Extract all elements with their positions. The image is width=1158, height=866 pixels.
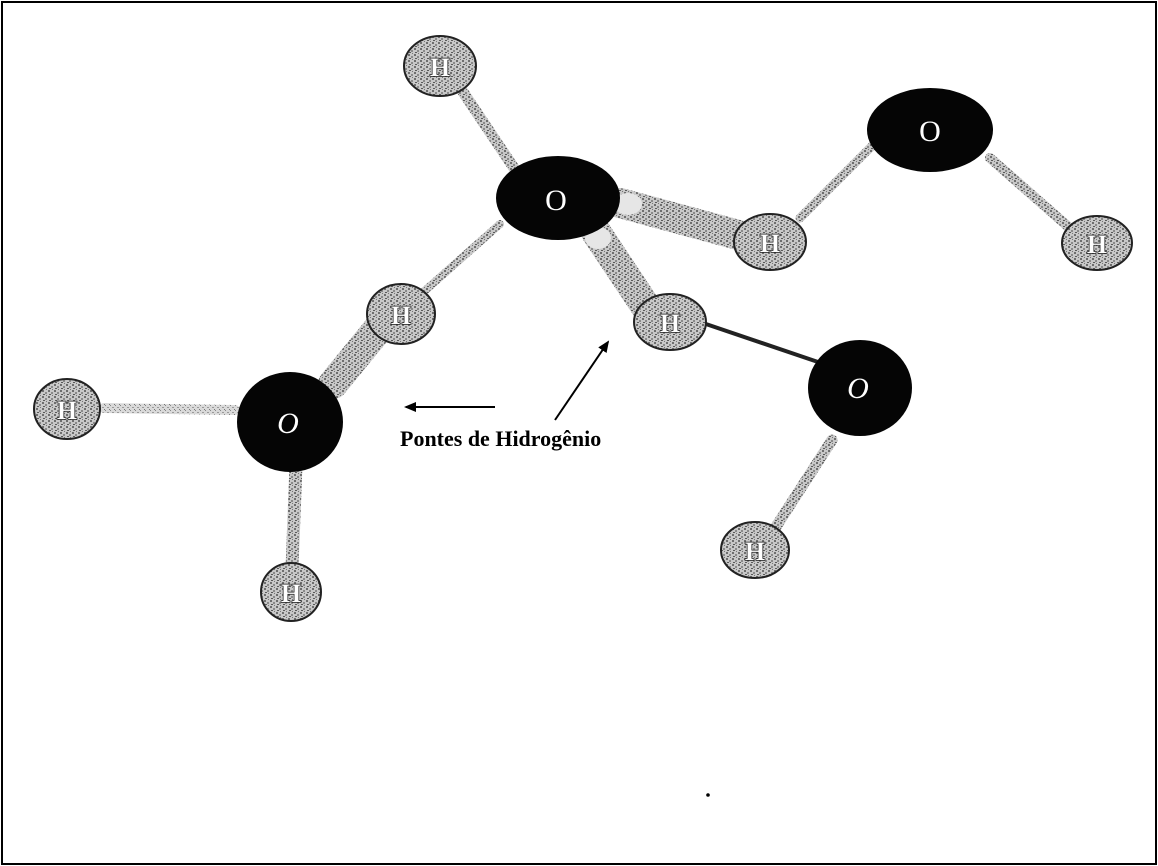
oxygen-label: O [545,184,567,217]
oxygen-atom: O [867,88,993,172]
hydrogen-label: H [391,301,411,330]
hydrogen-atom: H [260,562,322,622]
oxygen-label: O [919,115,941,148]
h-bond-h-o4 [318,309,397,399]
hydrogen-label: H [1087,230,1107,259]
hydrogen-atom: H [1061,215,1133,271]
stray-dot [706,793,710,797]
hydrogen-bond-caption: Pontes de Hidrogênio [400,426,601,451]
bond-o2-h-left [795,135,883,223]
hydrogen-atoms: H H H H H H H H [33,35,1133,622]
bond-o4-h-left [99,403,240,415]
covalent-bonds [99,86,1077,575]
bond-o3-h-bottom [764,434,838,542]
hydrogen-label: H [745,537,765,566]
hydrogen-label: H [430,53,450,82]
oxygen-atoms: O O O O [237,88,993,472]
oxygen-atom: O [808,340,912,436]
hydrogen-atom: H [733,213,807,271]
oxygen-label: O [847,372,869,405]
annotation-arrows [404,340,610,421]
hydrogen-label: H [57,396,77,425]
bond-o1-h-top [457,86,528,186]
hydrogen-atom: H [403,35,477,97]
bond-o1-h-left [416,220,504,299]
hydrogen-atom: H [33,378,101,440]
hydrogen-label: H [281,579,301,608]
bond-o4-h-bottom [285,458,303,575]
bond-o2-h-right [985,153,1077,235]
hydrogen-label: H [660,309,680,338]
oxygen-atom: O [496,156,620,240]
oxygen-label: O [277,407,299,440]
hydrogen-atom: H [633,293,707,351]
oxygen-atom: O [237,372,343,472]
arrow-up-right [554,340,610,421]
hydrogen-label: H [760,229,780,258]
bond-o3-h-top [698,320,820,364]
hydrogen-atom: H [366,283,436,345]
hydrogen-atom: H [720,521,790,579]
